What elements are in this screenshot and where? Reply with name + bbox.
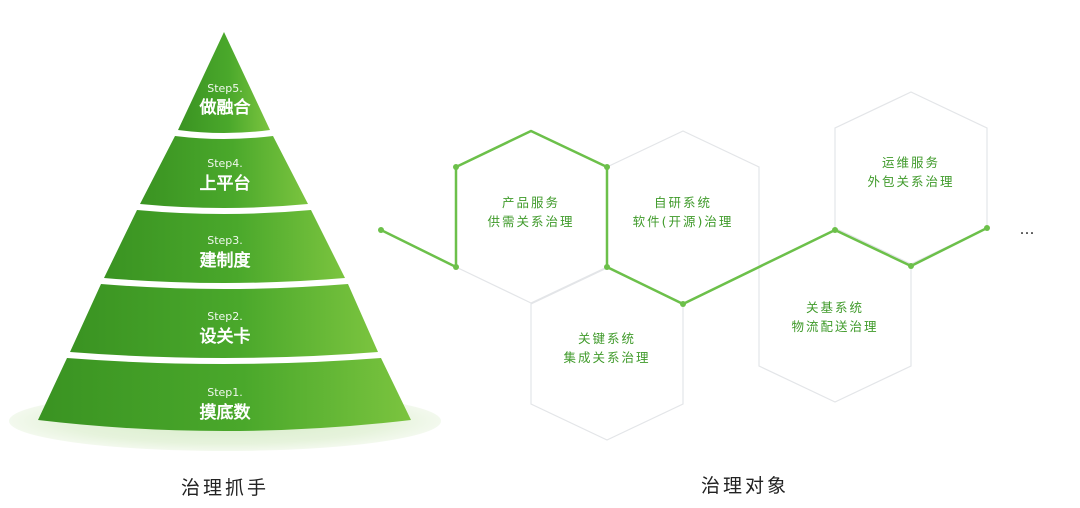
hex-2: 自研系统 软件(开源)治理 xyxy=(633,195,734,229)
pyramid-level-1: Step1. 摸底数 xyxy=(38,358,411,431)
connection-node xyxy=(453,164,459,170)
pyramid-level-1-name: 摸底数 xyxy=(200,402,252,423)
pyramid-level-4: Step4. 上平台 xyxy=(140,136,308,208)
hex-4-line1: 关基系统 xyxy=(806,300,864,315)
pyramid-level-2-step: Step2. xyxy=(207,310,243,323)
pyramid-layer-2-shape xyxy=(70,284,378,358)
hexagon-grid xyxy=(455,91,988,441)
pyramid-layer-5-shape xyxy=(178,32,270,133)
pyramid-caption: 治理抓手 xyxy=(181,477,269,499)
pyramid-layer-4-shape xyxy=(140,136,308,208)
connection-node xyxy=(604,264,610,270)
connection-node xyxy=(453,264,459,270)
pyramid-level-4-name: 上平台 xyxy=(200,173,251,194)
hex-1-line1: 产品服务 xyxy=(502,195,560,210)
connection-node xyxy=(680,301,686,307)
pyramid-level-5: Step5. 做融合 xyxy=(178,32,270,133)
connection-node xyxy=(832,227,838,233)
pyramid-level-1-step: Step1. xyxy=(207,386,243,399)
pyramid-layer-1-shape xyxy=(38,358,411,431)
hex-4-line2: 物流配送治理 xyxy=(791,319,878,334)
pyramid-level-3-name: 建制度 xyxy=(200,250,252,271)
hex-5: 运维服务 外包关系治理 xyxy=(867,155,954,189)
connection-node xyxy=(378,227,384,233)
pyramid-level-4-step: Step4. xyxy=(207,157,243,170)
pyramid-level-5-step: Step5. xyxy=(207,82,243,95)
hex-3: 关键系统 集成关系治理 xyxy=(563,331,650,365)
connection-node xyxy=(984,225,990,231)
hex-2-line1: 自研系统 xyxy=(654,195,712,210)
objects-caption: 治理对象 xyxy=(701,475,789,497)
hex-4: 关基系统 物流配送治理 xyxy=(791,300,878,334)
connection-node xyxy=(908,263,914,269)
pyramid-layer-3-shape xyxy=(104,210,345,283)
hex-5-line2: 外包关系治理 xyxy=(867,174,954,189)
connection-path xyxy=(378,129,990,307)
pyramid-level-3-step: Step3. xyxy=(207,234,243,247)
pyramid-level-2: Step2. 设关卡 xyxy=(70,284,378,358)
hex-1: 产品服务 供需关系治理 xyxy=(487,195,574,229)
pyramid-level-3: Step3. 建制度 xyxy=(104,210,345,283)
pyramid-level-2-name: 设关卡 xyxy=(200,326,251,347)
hex-3-line2: 集成关系治理 xyxy=(563,350,650,365)
pyramid: Step5. 做融合 Step4. 上平台 Step3. 建制度 Step2. … xyxy=(38,32,411,431)
hex-5-line1: 运维服务 xyxy=(882,155,940,170)
connection-line xyxy=(380,129,988,306)
connection-node xyxy=(604,164,610,170)
hex-2-line2: 软件(开源)治理 xyxy=(633,214,734,229)
hex-3-line1: 关键系统 xyxy=(578,331,636,346)
more-ellipsis: … xyxy=(1020,220,1035,238)
pyramid-level-5-name: 做融合 xyxy=(199,97,252,118)
hex-1-line2: 供需关系治理 xyxy=(487,214,574,229)
